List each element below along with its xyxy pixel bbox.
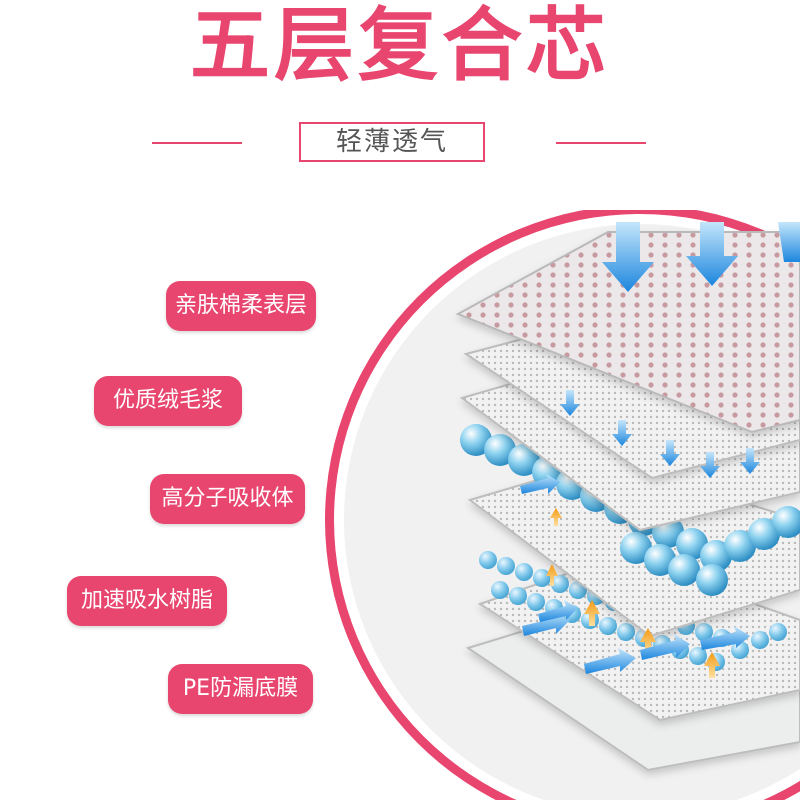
up-arrow-icon — [546, 508, 720, 678]
layer-label-1: 亲肤棉柔表层 — [166, 281, 316, 331]
layer-label-2: 优质绒毛浆 — [94, 376, 242, 426]
subtitle-badge: 轻薄透气 — [299, 122, 485, 162]
layer-label-5: PE防漏底膜 — [168, 664, 313, 714]
small-down-arrow-icons — [560, 390, 760, 478]
layer-label-3: 高分子吸收体 — [150, 474, 305, 524]
page-title: 五层复合芯 — [190, 0, 610, 92]
layer-label-4: 加速吸水树脂 — [67, 576, 227, 626]
left-divider — [152, 142, 242, 144]
down-arrow-icon — [602, 222, 800, 292]
subtitle-section: 轻薄透气 — [0, 122, 800, 166]
right-divider — [556, 142, 646, 144]
layer-illustration — [325, 210, 800, 800]
diagonal-arrow-icon — [520, 474, 750, 674]
